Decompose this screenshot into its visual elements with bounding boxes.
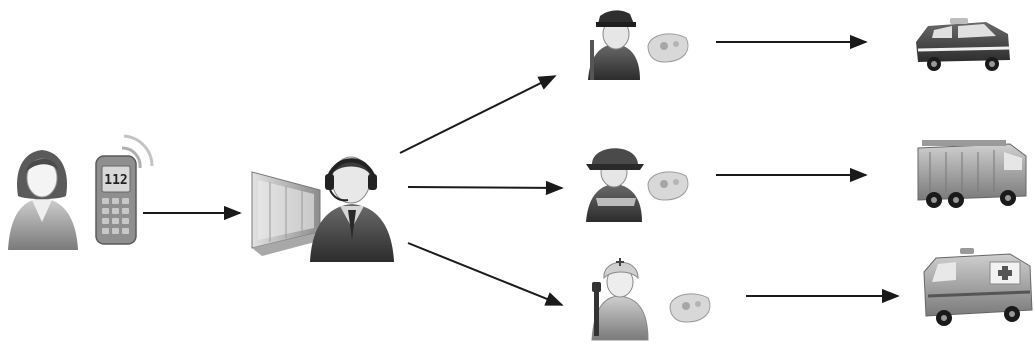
dispatch-console-icon (251, 171, 330, 256)
ambulance-icon (923, 248, 1033, 326)
paramedic-radio-icon (669, 293, 711, 323)
caller-woman-icon (8, 150, 78, 250)
police-radio-icon (647, 33, 689, 63)
paramedic-icon (591, 258, 649, 341)
arrow-dispatcher-to-fire (407, 180, 564, 196)
dispatcher-headset-icon (310, 156, 394, 262)
police-car-icon (916, 18, 1011, 71)
arrow-dispatcher-to-police (399, 75, 557, 154)
mobile-phone-icon: 112 (95, 134, 154, 245)
phone-display-text: 112 (104, 173, 127, 188)
firefighter-icon (586, 148, 644, 222)
police-officer-icon (588, 10, 640, 80)
fire-truck-icon (917, 140, 1027, 208)
arrow-dispatcher-to-ambulance (407, 242, 564, 306)
fire-radio-icon (647, 171, 689, 201)
